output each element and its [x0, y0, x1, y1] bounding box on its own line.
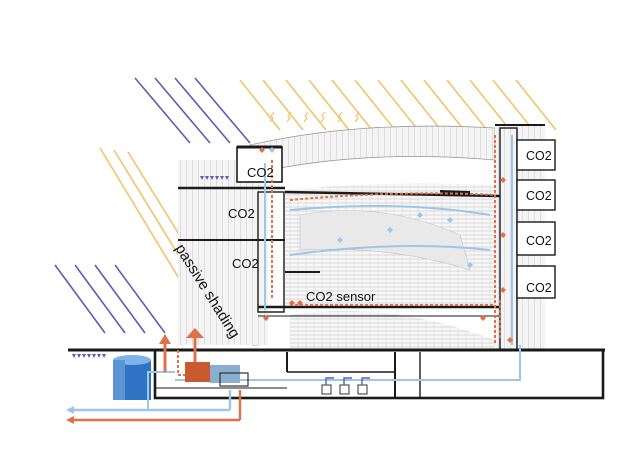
co2-sensor-label: CO2 sensor: [306, 289, 376, 304]
sun-ray-icon: [239, 79, 281, 131]
fan-icon: [321, 377, 370, 395]
vent-marker: [507, 337, 513, 343]
sun-ray-icon: [331, 79, 373, 131]
sun-ray-icon: [469, 79, 511, 131]
sun-ray-icon: [377, 79, 419, 131]
sun-ray-icon: [400, 79, 442, 131]
fan-unit: [339, 384, 350, 395]
fan-unit: [321, 384, 332, 395]
vent-markers: [259, 147, 513, 343]
heat-tick-icon: [354, 111, 360, 123]
water-level-icon: [220, 176, 224, 180]
heat-tick-icon: [269, 111, 275, 123]
fan-duct: [325, 377, 334, 385]
co2-label-right-4: CO2: [526, 281, 552, 295]
vent-marker: [269, 147, 275, 153]
left-facade: [178, 160, 268, 345]
heat-tick-icon: [303, 111, 309, 123]
auditorium-roof: [249, 125, 496, 169]
fan-duct: [343, 377, 352, 385]
vent-marker: [263, 315, 269, 321]
sun-ray-icon: [308, 79, 350, 131]
sun-ray-icon: [262, 79, 304, 131]
lower-seating: [290, 310, 495, 350]
vent-marker: [297, 300, 303, 306]
co2-label-left-lower: CO2: [232, 256, 259, 271]
vent-marker: [447, 217, 453, 223]
sun-ray-icon: [285, 79, 327, 131]
co2-label-right-1: CO2: [526, 149, 552, 163]
vent-marker: [500, 287, 506, 293]
wind-ray-icon: [114, 264, 166, 334]
exhaust-arrow-icon: [159, 328, 204, 372]
sun-ray-icon: [446, 79, 488, 131]
water-level-icon: [72, 354, 76, 358]
water-level-icon: [92, 354, 96, 358]
heat-tick-icon: [320, 111, 326, 123]
plant-equipment: [185, 362, 249, 387]
sun-ray-icon: [515, 79, 557, 131]
wind-ray-icon: [134, 77, 191, 144]
vent-marker: [500, 232, 506, 238]
vent-marker: [480, 315, 486, 321]
wind-ray-icon: [54, 264, 106, 334]
wind-ray-icon: [94, 264, 146, 334]
sun-ray-icon: [492, 79, 534, 131]
co2-label-right-2: CO2: [526, 189, 552, 203]
vent-marker: [417, 212, 423, 218]
sun-ray-icon: [423, 79, 465, 131]
vent-marker: [467, 262, 473, 268]
water-level-icon: [210, 176, 214, 180]
heat-ticks: [269, 111, 360, 123]
water-level-icon: [215, 176, 219, 180]
vent-marker: [289, 300, 295, 306]
co2-label-left-upper: CO2: [228, 206, 255, 221]
heat-tick-icon: [337, 111, 343, 123]
water-level-icon: [77, 354, 81, 358]
vent-marker: [337, 237, 343, 243]
water-tank-icon: [113, 355, 151, 400]
wind-rays: [54, 77, 251, 334]
water-level-icon: [87, 354, 91, 358]
water-level-marks: [72, 176, 229, 358]
fan-unit: [357, 384, 368, 395]
vent-marker: [259, 147, 265, 153]
water-level-icon: [97, 354, 101, 358]
heat-tick-icon: [286, 111, 292, 123]
wind-ray-icon: [74, 264, 126, 334]
vent-marker: [387, 227, 393, 233]
water-level-icon: [225, 176, 229, 180]
co2-label-roof: CO2: [247, 165, 274, 180]
sun-ray-icon: [354, 79, 396, 131]
cool-air-lines: [70, 135, 521, 411]
fan-duct: [361, 377, 370, 385]
water-level-icon: [102, 354, 106, 358]
water-level-icon: [205, 176, 209, 180]
wind-ray-icon: [154, 77, 211, 144]
basement: [68, 348, 605, 400]
wind-ray-icon: [174, 77, 231, 144]
water-level-icon: [82, 354, 86, 358]
wind-ray-icon: [194, 77, 251, 144]
co2-label-right-3: CO2: [526, 234, 552, 248]
building: [178, 124, 556, 351]
vent-marker: [500, 177, 506, 183]
supply-return-pipes: [66, 390, 242, 424]
water-level-icon: [200, 176, 204, 180]
